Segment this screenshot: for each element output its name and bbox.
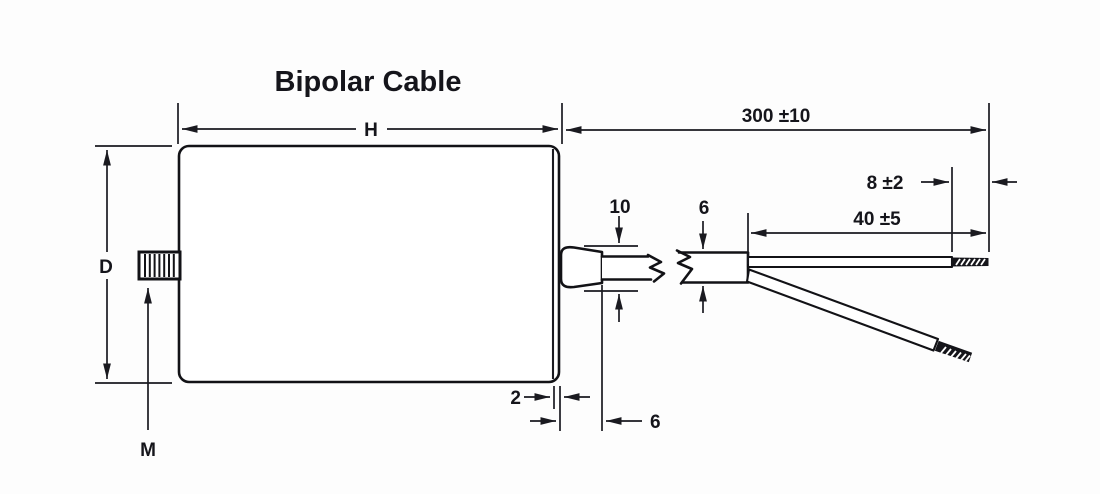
threaded-stud — [137, 250, 182, 281]
label-stud-thread: M — [140, 440, 156, 461]
break-line-right — [675, 249, 694, 285]
wire-lower-tip-hatching — [940, 346, 971, 362]
label-cable-diameter: 6 — [699, 198, 710, 219]
label-split-lead-length: 40 ±5 — [853, 209, 901, 230]
extension-lines — [95, 103, 990, 431]
wire-upper — [746, 255, 989, 269]
sheath-fill-left — [602, 256, 652, 280]
dim-stripped-tip-length: 8 ±2 — [867, 173, 1017, 194]
wire-upper-insulation — [746, 255, 954, 269]
wire-upper-tip-hatching — [955, 258, 986, 266]
dim-split-lead-length: 40 ±5 — [751, 209, 986, 237]
label-body-diameter: D — [99, 257, 113, 278]
capacitor-body — [177, 144, 561, 384]
wire-lower-insulation — [745, 268, 940, 352]
strain-relief-grommet — [559, 245, 604, 289]
cable-sheath — [600, 249, 750, 285]
label-grommet-diameter: 10 — [609, 197, 630, 218]
dim-grommet-diameter: 10 — [609, 197, 631, 322]
callout-stud-thread: M — [140, 288, 156, 461]
dim-cable-length: 300 ±10 — [566, 106, 986, 134]
body-outline — [177, 144, 561, 384]
dim-cable-diameter: 6 — [699, 198, 710, 313]
label-grommet-protrusion: 6 — [650, 412, 661, 433]
wire-lower-stripped-tip — [934, 340, 973, 363]
dim-end-seal-thickness: 2 — [510, 388, 590, 409]
label-end-seal-thickness: 2 — [510, 388, 521, 409]
stud-thread-hatching — [144, 254, 175, 277]
break-line-left — [646, 253, 666, 283]
dim-body-diameter: D — [99, 150, 113, 379]
wire-lower — [745, 268, 973, 363]
label-cable-length: 300 ±10 — [742, 106, 811, 127]
label-body-length: H — [364, 120, 378, 141]
dim-grommet-protrusion: 6 — [530, 412, 661, 433]
label-stripped-tip-length: 8 ±2 — [867, 173, 904, 194]
sheath-fill-right — [678, 252, 748, 283]
dim-body-length: H — [182, 120, 558, 141]
diagram-title: Bipolar Cable — [275, 66, 462, 98]
